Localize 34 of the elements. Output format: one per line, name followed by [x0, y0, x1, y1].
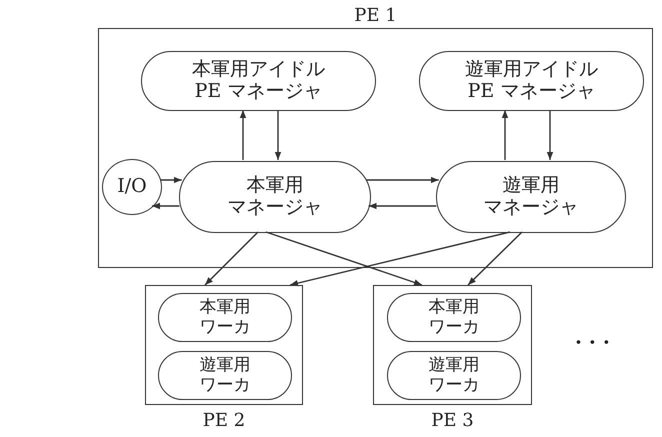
arrow: [274, 110, 282, 160]
rounded-box: [419, 51, 644, 111]
node-label: 遊軍用アイドルPE マネージャ: [465, 59, 598, 103]
rounded-box: [158, 293, 292, 342]
arrow: [468, 232, 522, 286]
node-label: 本軍用ワーカ: [200, 298, 250, 338]
rounded-box: [387, 293, 521, 342]
node-label: 本軍用ワーカ: [428, 298, 480, 338]
node-label: 遊軍用ワーカ: [200, 356, 250, 396]
arrow: [368, 202, 436, 210]
rounded-box: [436, 161, 626, 233]
arrow: [290, 231, 510, 286]
rounded-box: [158, 351, 292, 400]
arrow: [502, 110, 508, 160]
rounded-box: [179, 161, 371, 233]
node-label: 遊軍用マネージャ: [484, 175, 578, 219]
box-heading: PE 2: [202, 410, 246, 431]
node-label: 本軍用アイドルPE マネージャ: [192, 59, 325, 103]
rounded-box: [387, 351, 521, 400]
ellipsis-label: · · ·: [575, 330, 610, 354]
box-heading: PE 1: [353, 5, 398, 26]
node-label: 本軍用マネージャ: [228, 175, 322, 219]
arrow: [366, 176, 439, 184]
arrow: [546, 110, 554, 160]
arrow: [160, 176, 182, 184]
arrow: [204, 232, 258, 286]
arrow: [152, 202, 180, 210]
ellipse-node: [102, 159, 162, 215]
rounded-box: [141, 51, 376, 111]
arrow: [266, 231, 422, 286]
node-label: I/O: [117, 176, 147, 198]
arrow: [240, 110, 246, 160]
box-heading: PE 3: [430, 410, 475, 431]
node-label: 遊軍用ワーカ: [428, 356, 480, 396]
